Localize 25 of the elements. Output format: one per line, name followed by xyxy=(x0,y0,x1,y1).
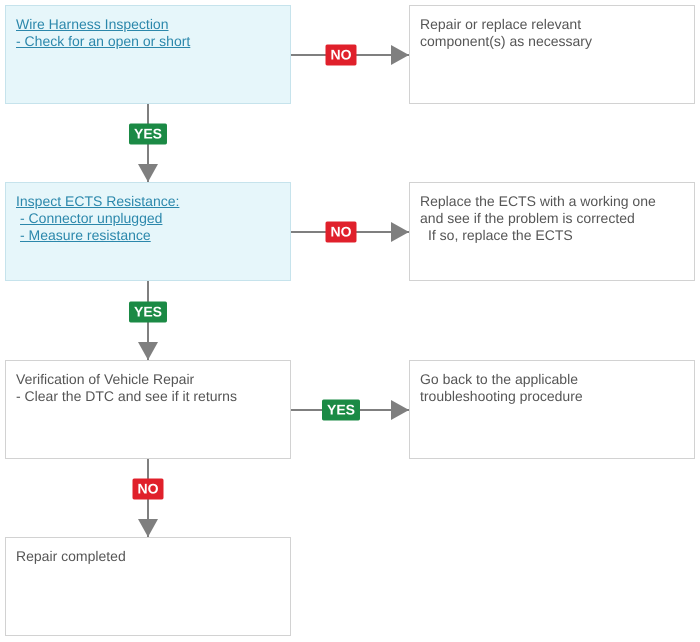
edge-label: YES xyxy=(129,301,167,322)
step-text: Verification of Vehicle Repair xyxy=(16,371,194,388)
step-text: Replace the ECTS with a working one and see if the problem is corrected xyxy=(420,193,657,227)
step-text: Go back to the applicable troubleshooting procedure xyxy=(420,371,584,405)
link: Wire Harness Inspection xyxy=(16,16,169,33)
link: - Measure resistance xyxy=(20,227,151,244)
link: - Connector unplugged xyxy=(20,210,162,227)
edge-label: YES xyxy=(322,400,360,420)
process-box xyxy=(5,5,291,104)
link: - Check for an open or short xyxy=(16,33,190,50)
edge-label: NO xyxy=(326,44,356,66)
step-text: If so, replace the ECTS xyxy=(428,227,573,244)
step-text: Repair completed xyxy=(16,548,126,565)
edge-label: NO xyxy=(132,478,164,500)
edge-label: YES xyxy=(129,124,167,144)
step-text: Repair or replace relevant component(s) as necessary xyxy=(420,16,593,50)
link: Inspect ECTS Resistance: xyxy=(16,193,180,210)
step-text: - Clear the DTC and see if it returns xyxy=(16,388,237,405)
process-box xyxy=(409,360,695,459)
process-box xyxy=(409,5,695,104)
process-box xyxy=(5,537,291,636)
process-box xyxy=(409,182,695,281)
process-box xyxy=(5,182,291,281)
edge-label: NO xyxy=(326,222,356,242)
process-box xyxy=(5,360,291,459)
